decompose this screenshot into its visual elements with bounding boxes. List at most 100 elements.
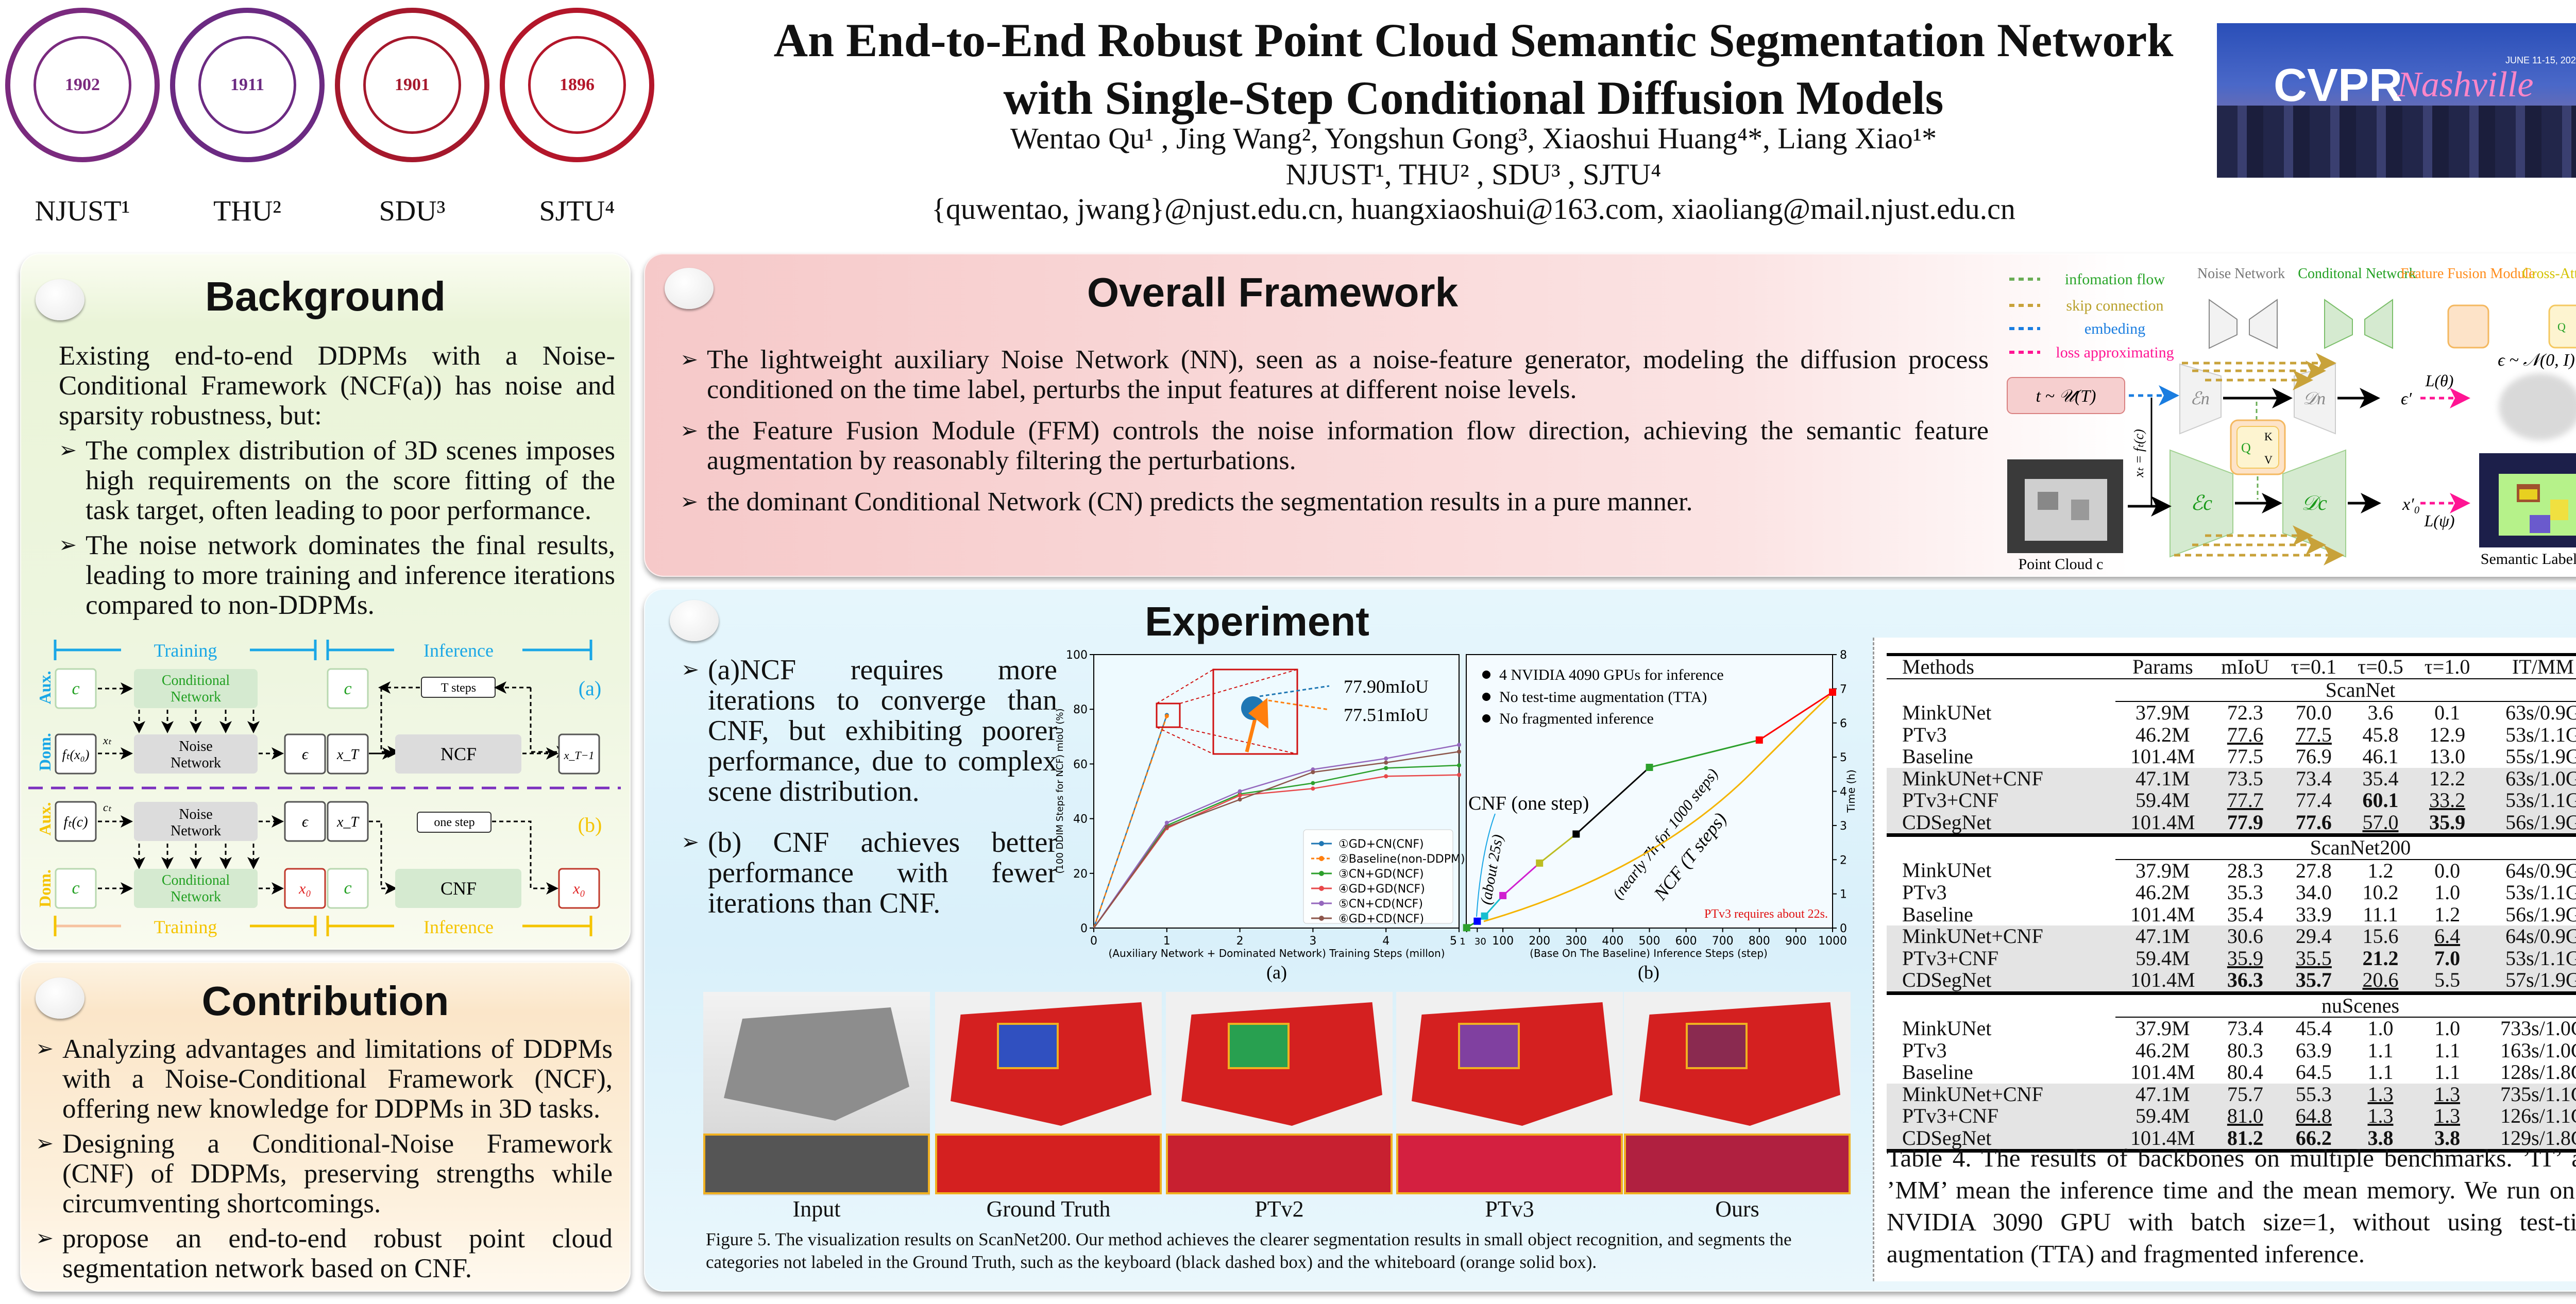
- legend-marker: [1319, 841, 1324, 846]
- aux-label: Aux.: [36, 802, 54, 836]
- y-tick-label: 0: [1080, 922, 1088, 935]
- thu-logo: 1911: [170, 8, 325, 162]
- series-line-2: [1093, 716, 1167, 929]
- time-data-point: [1646, 764, 1653, 771]
- x-tick-label: 600: [1675, 935, 1697, 948]
- background-bullet: The complex distribution of 3D scenes im…: [59, 436, 615, 525]
- data-point: [1311, 770, 1315, 775]
- table-cell: 1.3: [2347, 1083, 2414, 1105]
- table-cell: 1.2: [2367, 859, 2394, 882]
- table-cell: MinkUNet+CNF: [1887, 1083, 2116, 1105]
- table-cell: 3.6: [2367, 701, 2394, 724]
- table-cell: 53s/1.1G: [2480, 947, 2576, 969]
- data-point: [1384, 760, 1388, 765]
- vis-label: Input: [792, 1196, 841, 1222]
- vis-ptv2-image: [1166, 992, 1393, 1195]
- table-cell: 77.4: [2280, 789, 2347, 812]
- section-bullet-icon: [670, 600, 719, 641]
- legend-marker: [1319, 871, 1324, 876]
- table-cell: 81.0: [2210, 1105, 2281, 1127]
- table-cell: PTv3: [1902, 723, 1947, 746]
- c-node: c: [344, 679, 351, 698]
- table-cell: 126s/1.1G: [2480, 1105, 2576, 1127]
- eps-prime-label: ϵ′: [2401, 389, 2412, 408]
- skyline-image: [2217, 106, 2576, 178]
- legend-marker: [1319, 886, 1324, 891]
- y-tick-label: 7: [1840, 683, 1847, 696]
- table-cell: 59.4M: [2115, 947, 2210, 969]
- xT-1-node: x_T−1: [564, 749, 595, 762]
- table-cell: 55s/1.9G: [2505, 745, 2576, 768]
- k-label: K: [2264, 430, 2273, 443]
- label-a: (a): [579, 677, 601, 700]
- legend-entry: ④GD+GD(NCF): [1338, 883, 1425, 896]
- table-cell: 1.1: [2434, 1060, 2461, 1084]
- column-header: mIoU: [2221, 655, 2269, 678]
- table-cell: 70.0: [2295, 701, 2332, 724]
- table-cell: MinkUNet+CNF: [1887, 925, 2116, 948]
- y-tick-label: 2: [1840, 854, 1847, 867]
- x-tick-label: 400: [1602, 935, 1623, 948]
- chart-b-xlabel: (Base On The Baseline) Inference Steps (…: [1530, 947, 1768, 959]
- section-title: Overall Framework: [1087, 269, 1459, 315]
- table-cell: 77.5: [2227, 745, 2263, 768]
- section-name: nuScenes: [2115, 993, 2576, 1018]
- y-tick-label: 80: [1073, 704, 1088, 716]
- section-spacer: [1887, 835, 2115, 860]
- time-data-point: [1572, 830, 1580, 838]
- gaussian-noise-cloud: [2499, 373, 2576, 440]
- table-cell: 80.4: [2227, 1060, 2263, 1084]
- table-cell: 28.3: [2227, 859, 2263, 882]
- module-legend: Noise Network Conditonal Network Feature…: [2197, 266, 2576, 349]
- table-cell: 35.3: [2227, 881, 2263, 904]
- section-title: Experiment: [1145, 598, 1369, 644]
- chart-b-note: No test-time augmentation (TTA): [1499, 689, 1707, 706]
- table-cell: 46.2M: [2136, 881, 2190, 904]
- xt-equation: xₜ = fₜ(c): [2131, 429, 2146, 478]
- column-header: Params: [2132, 655, 2193, 678]
- legend-entry: ②Baseline(non-DDPM): [1338, 853, 1465, 866]
- table-cell: CDSegNet: [1887, 969, 2116, 993]
- xt-label: xₜ: [103, 734, 112, 747]
- time-sample-box: [2007, 377, 2125, 414]
- column-header: Methods: [1902, 655, 1974, 678]
- vis-ptv3-image: [1396, 992, 1623, 1195]
- vis-ours-image: [1624, 992, 1851, 1195]
- vis-input-image: [703, 992, 930, 1195]
- table-cell: 1.1: [2367, 1060, 2394, 1084]
- table-cell: 64s/0.9G: [2505, 859, 2576, 882]
- table-cell: 73.4: [2280, 767, 2347, 790]
- njust-logo: 1902: [5, 8, 160, 162]
- legend-information-flow: infomation flow: [2065, 271, 2165, 288]
- y-tick-label: 8: [1840, 649, 1847, 662]
- data-point: [1164, 714, 1169, 718]
- table-cell: MinkUNet+CNF: [1887, 767, 2116, 790]
- table-cell: 5.5: [2414, 969, 2481, 993]
- time-line-segment: [1575, 766, 1650, 835]
- chart-a-legend: [1303, 829, 1453, 924]
- section-name: ScanNet200: [2115, 835, 2576, 860]
- data-point: [1238, 793, 1242, 798]
- x-tick-label: 700: [1712, 935, 1734, 948]
- table-cell: 1.2: [2434, 902, 2461, 926]
- chart-b-ylabel: Time (h): [1845, 769, 1857, 813]
- table-cell: 1.3: [2414, 1083, 2481, 1105]
- table-cell: 735s/1.1G: [2480, 1083, 2576, 1105]
- table-cell: 30.6: [2210, 925, 2281, 948]
- cross-attention-legend: Cross-Attention: [2522, 266, 2576, 282]
- table-cell: 45.4: [2295, 1017, 2332, 1040]
- x-tick-label: 2: [1236, 935, 1244, 948]
- x-tick-label: 300: [1565, 935, 1587, 948]
- section-bullet-icon: [36, 977, 84, 1019]
- experiment-bullets: (a)NCF requires more iterations to conve…: [681, 650, 1057, 919]
- table-cell: 13.0: [2429, 745, 2466, 768]
- time-line-segment: [1539, 833, 1577, 864]
- table-cell: 77.9: [2210, 811, 2281, 835]
- table-cell: 11.1: [2363, 902, 2398, 926]
- conditional-network-node: Conditional: [162, 872, 230, 888]
- xT-node: x_T: [336, 814, 360, 830]
- logo-label: NJUST¹: [35, 195, 130, 227]
